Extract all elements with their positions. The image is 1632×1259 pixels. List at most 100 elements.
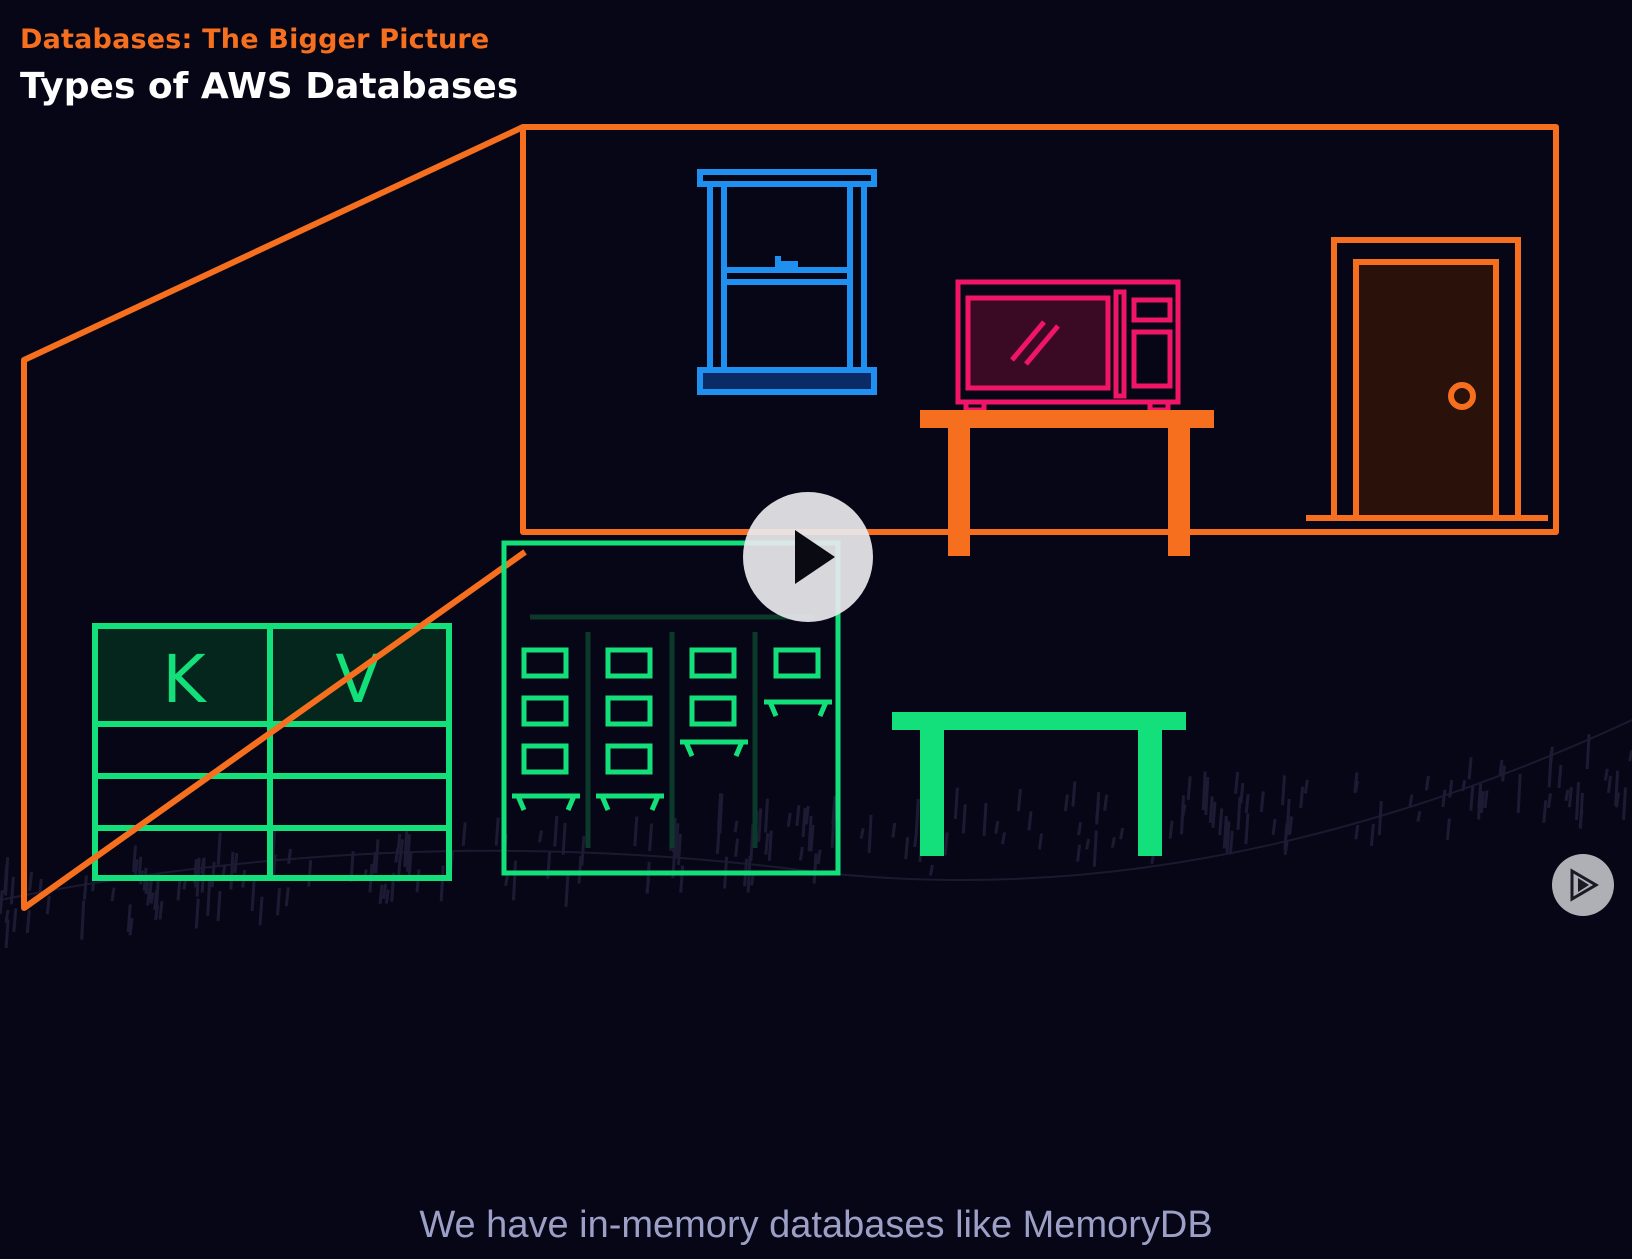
grass-stroke	[158, 901, 164, 920]
grass-stroke	[1354, 824, 1360, 840]
grass-stroke	[149, 892, 155, 904]
grass-stroke	[154, 904, 160, 921]
grass-stroke	[1477, 783, 1483, 820]
grass-stroke	[28, 871, 34, 891]
grass-stroke	[1575, 782, 1580, 821]
grass-stroke	[504, 873, 510, 887]
grass-stroke	[943, 832, 949, 856]
background-texture	[0, 719, 1632, 949]
grass-stroke	[1408, 794, 1414, 808]
grass-stroke	[1204, 777, 1210, 816]
grass-stroke	[1244, 793, 1250, 814]
grass-stroke	[804, 805, 810, 825]
next-clip-button[interactable]	[1552, 854, 1614, 916]
grass-stroke	[734, 838, 740, 857]
grass-stroke	[1239, 782, 1245, 804]
grass-stroke	[1448, 779, 1454, 798]
grass-stroke	[1201, 771, 1207, 811]
grass-stroke	[798, 846, 804, 861]
grass-stroke	[1369, 823, 1375, 847]
grass-stroke	[676, 833, 682, 866]
grass-stroke	[512, 860, 517, 901]
grass-stroke	[1234, 771, 1240, 794]
grass-stroke	[82, 875, 88, 900]
grass-stroke	[407, 852, 413, 879]
grass-stroke	[1424, 775, 1430, 791]
grass-stroke	[233, 853, 239, 874]
grass-stroke	[1222, 815, 1228, 849]
grass-stroke	[374, 839, 380, 874]
grass-stroke	[1516, 773, 1522, 814]
grass-stroke	[1225, 821, 1231, 854]
grass-stroke	[216, 891, 222, 922]
grass-stroke	[953, 787, 959, 820]
grass-stroke	[914, 798, 920, 834]
grass-stroke	[371, 851, 377, 874]
grass-stroke	[1181, 804, 1187, 816]
grass-stroke	[1092, 830, 1098, 867]
grass-stroke	[307, 859, 313, 887]
grass-stroke	[674, 823, 680, 858]
grass-stroke	[764, 798, 769, 833]
grass-stroke	[1547, 793, 1552, 809]
grass-stroke	[287, 848, 293, 864]
play-icon	[795, 530, 835, 584]
grass-stroke	[250, 879, 256, 912]
grass-stroke	[146, 888, 152, 906]
grass-stroke	[1467, 757, 1473, 780]
grass-stroke	[928, 864, 934, 876]
slide-title: Types of AWS Databases	[20, 66, 519, 107]
grass-stroke	[439, 865, 445, 902]
grass-stroke	[1038, 833, 1043, 850]
grass-stroke	[757, 808, 763, 842]
grass-stroke	[1071, 781, 1077, 807]
grass-stroke	[1483, 790, 1489, 809]
in-memory-table-icon	[892, 712, 1186, 856]
grass-stroke	[648, 823, 654, 852]
grass-stroke	[633, 816, 639, 847]
grass-stroke	[553, 815, 559, 847]
room-floor-edge	[22, 549, 527, 911]
grass-stroke	[378, 884, 384, 905]
grass-stroke	[1085, 838, 1091, 850]
grass-stroke	[1110, 837, 1116, 848]
grass-stroke	[9, 876, 15, 905]
grass-stroke	[867, 814, 873, 854]
grass-stroke	[1271, 818, 1277, 836]
grass-stroke	[913, 831, 919, 848]
grass-stroke	[1218, 808, 1224, 836]
grass-stroke	[1501, 765, 1506, 782]
grass-stroke	[221, 864, 227, 876]
grass-stroke	[1016, 788, 1022, 812]
grass-stroke	[1259, 791, 1265, 813]
grass-stroke	[1285, 799, 1291, 836]
grass-stroke	[891, 822, 897, 838]
grass-stroke	[1614, 770, 1620, 806]
grass-stroke	[679, 865, 685, 893]
grass-stroke	[561, 822, 567, 855]
grass-stroke	[144, 881, 150, 895]
grass-stroke	[1283, 841, 1289, 856]
grass-stroke	[1211, 801, 1217, 828]
grass-stroke	[110, 887, 116, 902]
grass-stroke	[45, 895, 51, 915]
grass-stroke	[564, 872, 570, 907]
grass-stroke	[717, 793, 722, 833]
grass-stroke	[904, 837, 910, 860]
play-button[interactable]	[743, 492, 873, 622]
grass-stroke	[1564, 789, 1570, 802]
grass-stroke	[812, 853, 818, 884]
grass-stroke	[200, 857, 206, 874]
grass-stroke	[577, 856, 583, 884]
grass-stroke	[403, 828, 409, 868]
grass-stroke	[801, 808, 807, 838]
course-title: Databases: The Bigger Picture	[20, 24, 490, 55]
grass-stroke	[733, 820, 739, 833]
grass-stroke	[816, 849, 822, 865]
grass-stroke	[1281, 775, 1286, 806]
grass-stroke	[216, 832, 222, 865]
grass-stroke	[133, 859, 139, 875]
grass-stroke	[767, 830, 773, 861]
grass-stroke	[132, 845, 137, 872]
grass-stroke	[398, 839, 404, 860]
